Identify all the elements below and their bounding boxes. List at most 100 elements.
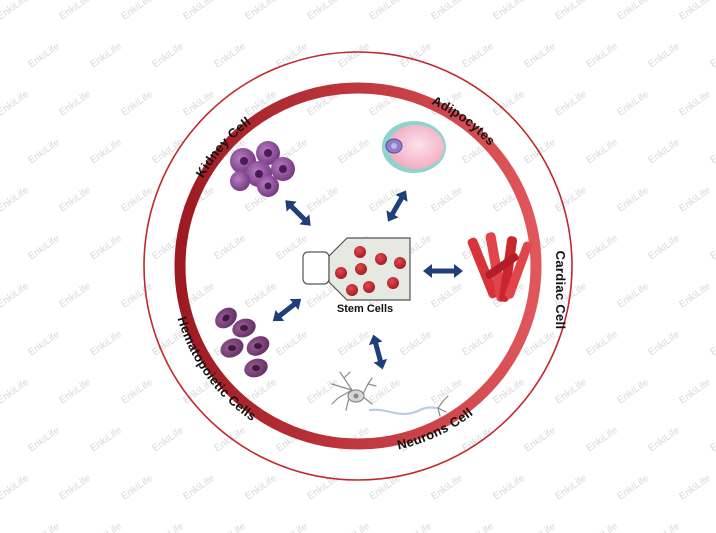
kidney-cell-illustration [230,141,295,197]
watermark-text: EnkiLife [119,377,155,407]
watermark-text: EnkiLife [646,137,682,167]
watermark-text: EnkiLife [429,185,465,215]
watermark-text: EnkiLife [243,473,279,503]
stem-cell [354,246,366,258]
watermark-text: EnkiLife [57,185,93,215]
stem-cell [346,284,358,296]
arrow-to-kidney [285,200,311,226]
watermark-text: EnkiLife [150,41,186,71]
watermark-text: EnkiLife [677,281,713,311]
outer-thin-ring [143,51,573,481]
arrow-to-neurons [368,334,388,370]
watermark-text: EnkiLife [57,473,93,503]
watermark-text: EnkiLife [336,41,372,71]
watermark-text: EnkiLife [615,473,651,503]
watermark-text: EnkiLife [491,0,527,22]
watermark-text: EnkiLife [88,137,124,167]
stem-cell [355,263,367,275]
watermark-text: EnkiLife [398,329,434,359]
watermark-text: EnkiLife [584,521,620,533]
watermark-text: EnkiLife [708,521,716,533]
watermark-text: EnkiLife [708,329,716,359]
watermark-text: EnkiLife [336,521,372,533]
arrow-to-adipocytes [386,190,408,222]
watermark-text: EnkiLife [429,0,465,22]
hematopoietic-cell-illustration [215,307,270,378]
watermark-text: EnkiLife [677,377,713,407]
watermark-text: EnkiLife [0,473,31,503]
watermark-text: EnkiLife [212,425,248,455]
watermark-text: EnkiLife [460,329,496,359]
watermark-text: EnkiLife [553,0,589,22]
cardiac-cell-illustration [467,232,532,302]
watermark-text: EnkiLife [553,377,589,407]
watermark-text: EnkiLife [119,185,155,215]
watermark-text: EnkiLife [646,425,682,455]
watermark-text: EnkiLife [646,521,682,533]
watermark-text: EnkiLife [677,473,713,503]
watermark-text: EnkiLife [367,377,403,407]
watermark-text: EnkiLife [553,473,589,503]
stem-cell-flask: Stem Cells [302,237,411,315]
watermark-text: EnkiLife [336,137,372,167]
stem-cell [375,253,387,265]
stem-cell [394,257,406,269]
watermark-text: EnkiLife [460,521,496,533]
watermark-text: EnkiLife [274,329,310,359]
watermark-text: EnkiLife [26,233,62,263]
watermark-text: EnkiLife [26,425,62,455]
watermark-text: EnkiLife [615,281,651,311]
watermark-text: EnkiLife [367,0,403,22]
watermark-text: EnkiLife [615,377,651,407]
arrow-to-cardiac [423,264,463,278]
watermark-text: EnkiLife [615,185,651,215]
stem-cell [335,267,347,279]
stem-cells-label: Stem Cells [337,303,393,315]
neuron-illustration [331,371,449,417]
watermark-text: EnkiLife [26,137,62,167]
stem-cell [387,277,399,289]
watermark-text: EnkiLife [646,233,682,263]
watermark-text: EnkiLife [88,425,124,455]
watermark-text: EnkiLife [491,473,527,503]
watermark-text: EnkiLife [57,89,93,119]
watermark-text: EnkiLife [181,89,217,119]
watermark-text: EnkiLife [150,521,186,533]
watermark-text: EnkiLife [88,329,124,359]
watermark-text: EnkiLife [584,137,620,167]
watermark-text: EnkiLife [305,377,341,407]
watermark-text: EnkiLife [553,185,589,215]
watermark-text: EnkiLife [429,377,465,407]
watermark-text: EnkiLife [88,233,124,263]
watermark-text: EnkiLife [677,89,713,119]
watermark-text: EnkiLife [584,41,620,71]
watermark-text: EnkiLife [150,425,186,455]
watermark-text: EnkiLife [212,41,248,71]
watermark-text: EnkiLife [212,233,248,263]
watermark-text: EnkiLife [584,329,620,359]
watermark-text: EnkiLife [460,41,496,71]
watermark-text: EnkiLife [0,281,31,311]
watermark-text: EnkiLife [150,137,186,167]
watermark-text: EnkiLife [646,41,682,71]
watermark-text: EnkiLife [243,0,279,22]
watermark-text: EnkiLife [677,185,713,215]
watermark-text: EnkiLife [584,233,620,263]
watermark-text: EnkiLife [398,521,434,533]
watermark-text: EnkiLife [119,89,155,119]
watermark-text: EnkiLife [26,329,62,359]
watermark-text: EnkiLife [584,425,620,455]
watermark-text: EnkiLife [88,41,124,71]
watermark-text: EnkiLife [0,185,31,215]
watermark-text: EnkiLife [119,281,155,311]
inner-thick-ring [174,82,542,450]
watermark-text: EnkiLife [367,473,403,503]
watermark-text: EnkiLife [57,377,93,407]
watermark-text: EnkiLife [522,521,558,533]
watermark-text: EnkiLife [398,41,434,71]
watermark-text: EnkiLife [305,0,341,22]
watermark-text: EnkiLife [429,281,465,311]
watermark-text: EnkiLife [119,473,155,503]
watermark-text: EnkiLife [677,0,713,22]
